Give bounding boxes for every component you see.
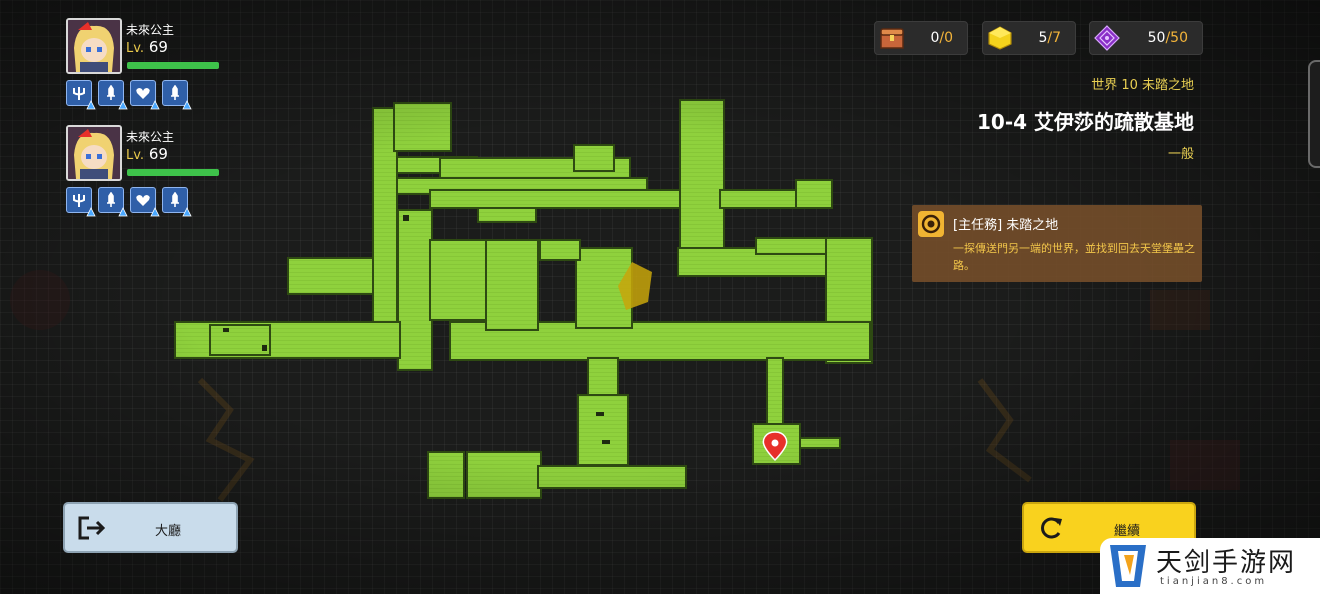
hp-bar bbox=[127, 62, 219, 69]
main-quest-panel[interactable]: [主任務] 未踏之地 一探傳送門另一端的世界，並找到回去天堂堡壘之路。 bbox=[912, 205, 1202, 282]
party-member-1[interactable]: 未來公主 Lv. 69 bbox=[66, 18, 236, 110]
sword-icon bbox=[171, 85, 179, 100]
skill-slot[interactable] bbox=[66, 80, 96, 110]
upgrade-arrow-icon bbox=[86, 100, 96, 110]
resource-treasure-chests[interactable]: 0/0 bbox=[874, 21, 968, 55]
skill-slot[interactable] bbox=[130, 187, 160, 217]
site-watermark: 天剑手游网 tianjian8.com bbox=[1100, 538, 1320, 594]
resource-gold-cubes[interactable]: 5/7 bbox=[982, 21, 1076, 55]
stage-title: 10-4 艾伊莎的疏散基地 bbox=[976, 110, 1194, 134]
level-label: Lv. bbox=[126, 148, 145, 163]
hero-portrait[interactable] bbox=[66, 18, 122, 74]
continue-button-label: 繼續 bbox=[1114, 524, 1141, 539]
skill-slot[interactable] bbox=[162, 187, 192, 217]
lobby-button-label: 大廳 bbox=[155, 524, 182, 539]
difficulty-label: 一般 bbox=[1167, 147, 1194, 162]
upgrade-arrow-icon bbox=[182, 207, 192, 217]
party-member-2[interactable]: 未來公主 Lv. 69 bbox=[66, 125, 236, 217]
hero-level: Lv. 69 bbox=[126, 38, 168, 56]
sword-icon bbox=[107, 192, 115, 207]
world-label: 世界 10 未踏之地 bbox=[1091, 78, 1194, 93]
skill-slots bbox=[66, 187, 192, 217]
treasure-chest-icon bbox=[879, 25, 905, 51]
hp-bar-fill bbox=[127, 169, 219, 176]
quest-title: [主任務] 未踏之地 bbox=[953, 218, 1059, 233]
skill-slot[interactable] bbox=[98, 187, 128, 217]
target-icon bbox=[918, 211, 944, 237]
resource-purple-crystals[interactable]: 50/50 bbox=[1089, 21, 1203, 55]
level-label: Lv. bbox=[126, 41, 145, 56]
upgrade-arrow-icon bbox=[182, 100, 192, 110]
retry-arrow-icon bbox=[1041, 517, 1062, 539]
future-princess-portrait-icon bbox=[68, 20, 120, 72]
heart-icon bbox=[136, 88, 150, 99]
hp-bar bbox=[127, 169, 219, 176]
sword-icon bbox=[107, 85, 115, 100]
trident-icon bbox=[73, 87, 85, 100]
upgrade-arrow-icon bbox=[150, 100, 160, 110]
resource-value: 50/50 bbox=[1147, 30, 1188, 46]
level-value: 69 bbox=[148, 38, 168, 56]
level-value: 69 bbox=[148, 145, 168, 163]
skill-slot[interactable] bbox=[66, 187, 96, 217]
skill-slot[interactable] bbox=[162, 80, 192, 110]
hp-bar-fill bbox=[127, 62, 219, 69]
purple-crystal-icon bbox=[1094, 25, 1120, 51]
skill-slot[interactable] bbox=[98, 80, 128, 110]
hero-name: 未來公主 bbox=[126, 130, 175, 144]
sword-icon bbox=[171, 192, 179, 207]
skill-slot[interactable] bbox=[130, 80, 160, 110]
future-princess-portrait-icon bbox=[68, 127, 120, 179]
watermark-url: tianjian8.com bbox=[1160, 576, 1268, 587]
skill-slots bbox=[66, 80, 192, 110]
lobby-button[interactable]: 大廳 bbox=[63, 502, 238, 553]
upgrade-arrow-icon bbox=[86, 207, 96, 217]
hero-level: Lv. 69 bbox=[126, 145, 168, 163]
gold-cube-icon bbox=[987, 25, 1013, 51]
quest-description: 一探傳送門另一端的世界，並找到回去天堂堡壘之路。 bbox=[953, 242, 1195, 272]
side-drawer-tab[interactable] bbox=[1308, 60, 1320, 168]
hero-name: 未來公主 bbox=[126, 23, 175, 37]
hero-portrait[interactable] bbox=[66, 125, 122, 181]
watermark-text: 天剑手游网 bbox=[1156, 548, 1297, 578]
resource-value: 5/7 bbox=[1038, 30, 1061, 46]
resource-value: 0/0 bbox=[930, 30, 953, 46]
upgrade-arrow-icon bbox=[118, 100, 128, 110]
exit-icon bbox=[78, 516, 106, 540]
upgrade-arrow-icon bbox=[118, 207, 128, 217]
watermark-logo-icon bbox=[1110, 545, 1146, 587]
heart-icon bbox=[136, 195, 150, 206]
upgrade-arrow-icon bbox=[150, 207, 160, 217]
trident-icon bbox=[73, 194, 85, 207]
